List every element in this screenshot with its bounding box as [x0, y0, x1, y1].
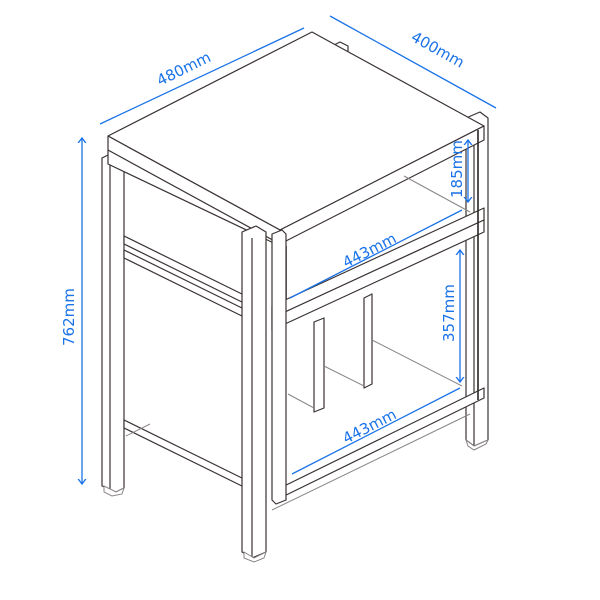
dimension-lower-height-label: 357mm — [440, 284, 458, 342]
dimension-lower-height: 357mm — [440, 250, 460, 382]
tabletop — [107, 31, 485, 245]
front-right-post — [271, 229, 287, 505]
dimension-upper-height: 185mm — [448, 140, 468, 202]
front-left-leg — [241, 225, 267, 563]
dimension-depth-label: 400mm — [408, 28, 467, 72]
left-side-rails — [123, 235, 247, 489]
dimension-height-label: 762mm — [60, 288, 78, 346]
lower-dividers — [287, 293, 463, 413]
back-left-leg — [101, 153, 125, 497]
dimension-width-label: 480mm — [154, 48, 214, 90]
dimension-height: 762mm — [60, 138, 82, 484]
bottom-shelf — [271, 387, 485, 511]
dimension-upper-height-label: 185mm — [448, 140, 466, 198]
